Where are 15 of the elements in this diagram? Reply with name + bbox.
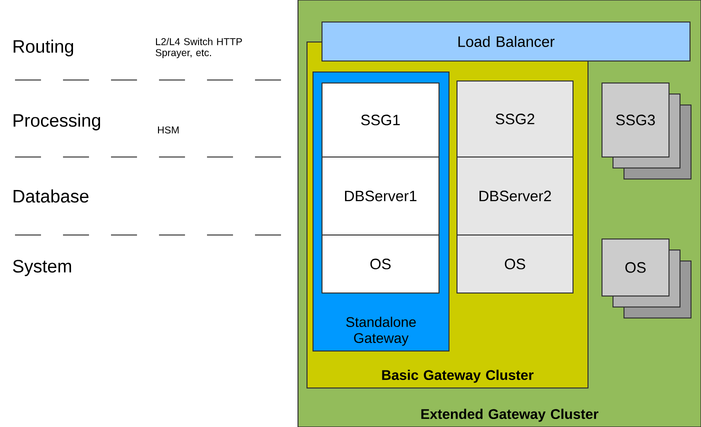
server-box: OS xyxy=(456,234,574,294)
server-box: SSG2 xyxy=(456,80,574,158)
server-box: DBServer1 xyxy=(322,156,440,236)
layer-note: L2/L4 Switch HTTP Sprayer, etc. xyxy=(156,38,242,58)
layer-name: Processing xyxy=(14,114,100,130)
layer-name: System xyxy=(13,260,72,276)
server-box: SSG1 xyxy=(322,82,440,158)
server-box: DBServer2 xyxy=(456,156,574,236)
stacked-server-box: OS xyxy=(602,238,692,318)
layer-note: HSM xyxy=(158,126,179,134)
server-box: OS xyxy=(322,234,440,294)
layer-name: Routing xyxy=(14,40,74,56)
layer-name: Database xyxy=(14,189,88,203)
stacked-server-box: SSG3 xyxy=(602,82,692,180)
load-balancer-bar: Load Balancer xyxy=(322,22,690,62)
